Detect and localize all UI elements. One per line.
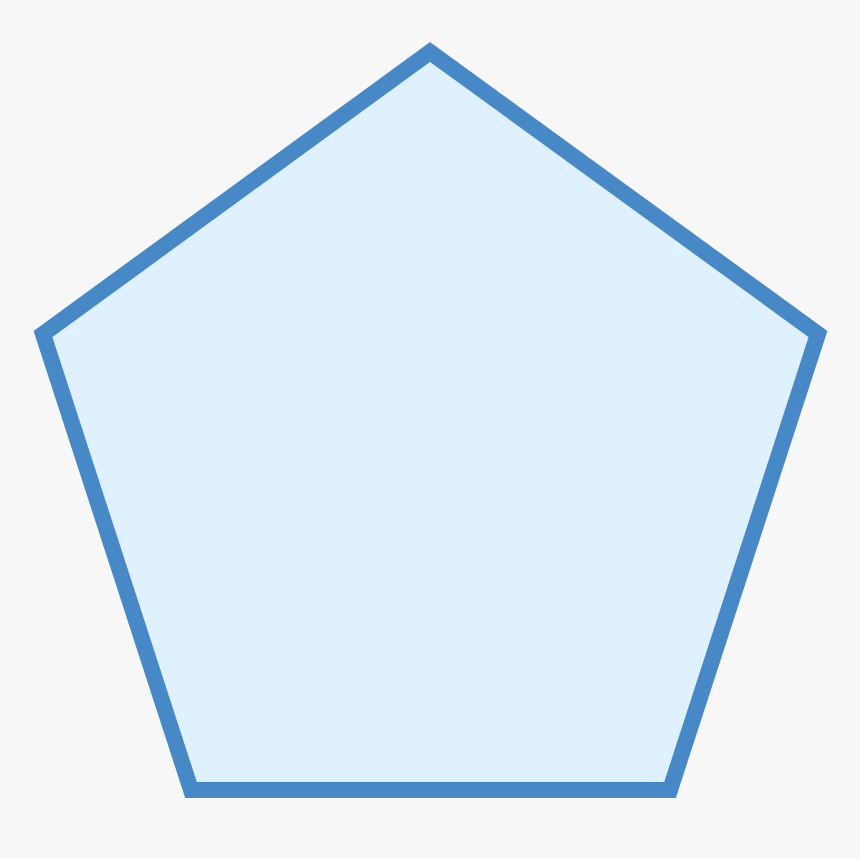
pentagon-shape bbox=[33, 42, 828, 798]
